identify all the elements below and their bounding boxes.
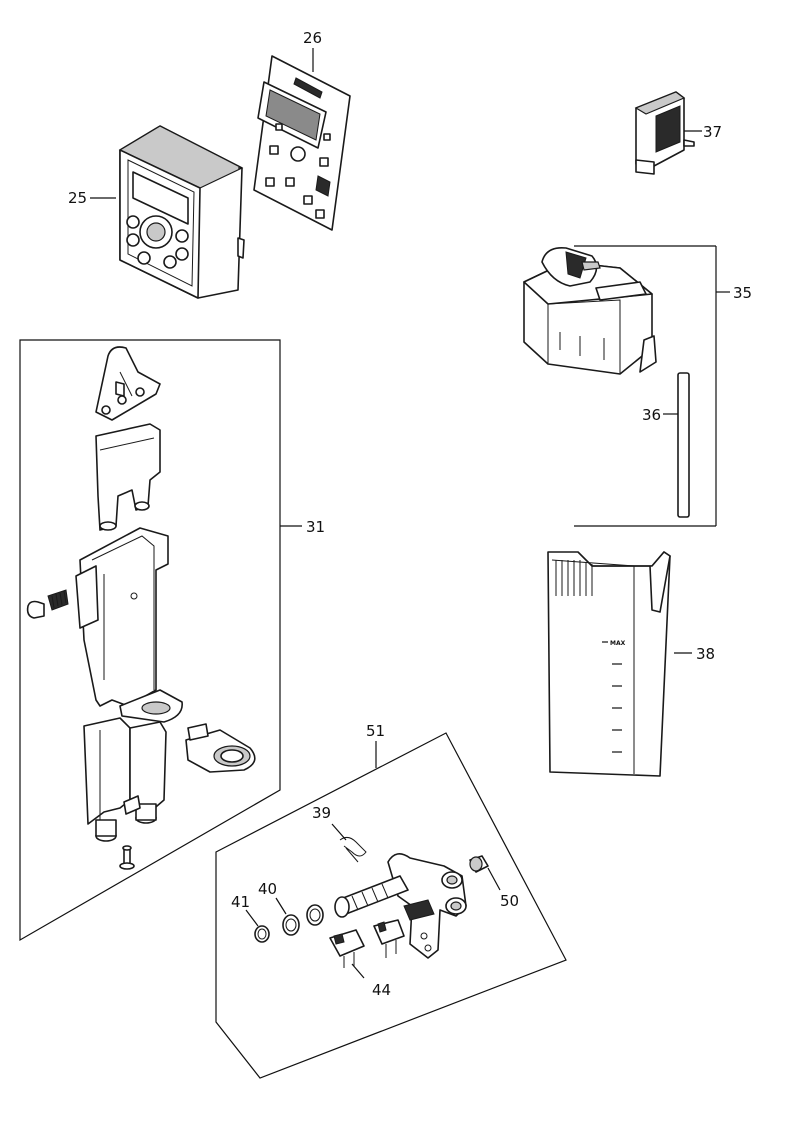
- part-40-oring: [282, 914, 300, 936]
- leader-50: [487, 867, 501, 891]
- tank-max-mark: MAX: [610, 640, 626, 647]
- leader-40: [275, 897, 287, 915]
- label-35: 35: [733, 284, 752, 302]
- part-31-brew-group: [26, 346, 256, 870]
- leader-39: [331, 823, 347, 841]
- label-26: 26: [303, 29, 322, 47]
- part-36-tube: [677, 372, 690, 518]
- part-41-small-oring: [254, 925, 270, 943]
- part-26-circuit-board: [253, 55, 351, 231]
- label-41: 41: [231, 893, 250, 911]
- label-36: 36: [642, 406, 661, 424]
- label-31: 31: [306, 518, 325, 536]
- part-39-clip: [339, 836, 367, 863]
- label-40: 40: [258, 880, 277, 898]
- label-51: 51: [366, 722, 385, 740]
- label-37: 37: [703, 123, 722, 141]
- part-50-nut: [469, 855, 489, 873]
- part-35-bracket: [574, 245, 730, 527]
- part-38-water-tank: MAX: [547, 551, 671, 777]
- part-44-microswitch: [329, 919, 405, 968]
- part-25-control-housing: [118, 125, 245, 299]
- part-37-spout: [634, 91, 695, 175]
- part-51-valve-assembly: [254, 836, 489, 968]
- label-44: 44: [372, 981, 391, 999]
- label-50: 50: [500, 892, 519, 910]
- part-31-bracket: [19, 339, 302, 942]
- label-38: 38: [696, 645, 715, 663]
- label-25: 25: [68, 189, 87, 207]
- leader-44: [351, 963, 365, 979]
- part-51-bracket: [215, 732, 567, 1079]
- leader-41: [245, 909, 259, 927]
- part-35-milk-container: [523, 246, 657, 375]
- label-39: 39: [312, 804, 331, 822]
